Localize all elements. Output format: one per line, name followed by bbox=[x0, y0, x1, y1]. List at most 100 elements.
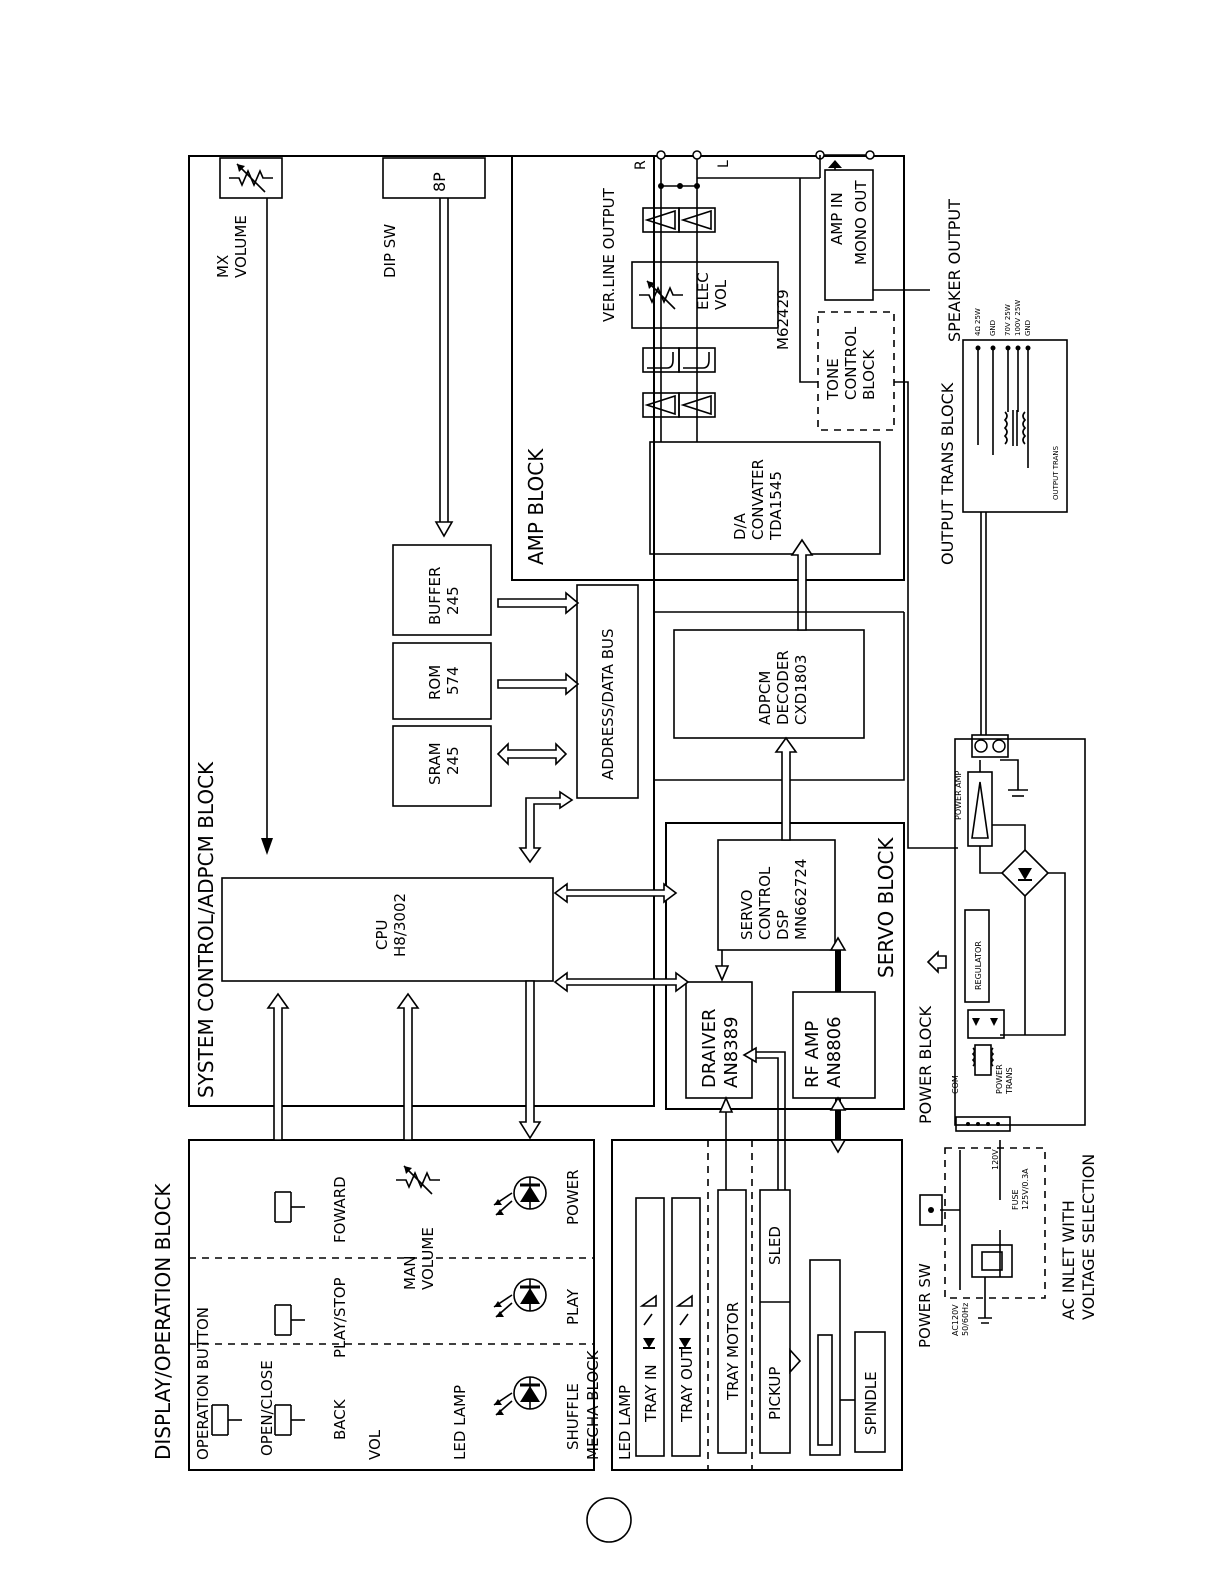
play-led-icon bbox=[492, 1277, 548, 1319]
power-trans-label-2: TRANS bbox=[1005, 1067, 1014, 1095]
tap-gnd-2-label: GND bbox=[1024, 320, 1032, 336]
button-play-stop-label: PLAY/STOP bbox=[331, 1277, 349, 1358]
ac-inlet-block: POWER SW AC120V 50/60Hz 120V FUSE 125V/0… bbox=[916, 1140, 1098, 1348]
sram-label-2: 245 bbox=[444, 746, 462, 775]
output-trans-block-title: OUTPUT TRANS BLOCK bbox=[938, 382, 957, 565]
operation-button-label: OPERATION BUTTON bbox=[194, 1307, 212, 1460]
tap-gnd-1-label: GND bbox=[989, 320, 997, 336]
mono-out-label: MONO OUT bbox=[852, 180, 870, 265]
power-trans-label-1: POWER bbox=[995, 1064, 1004, 1094]
sram-label-1: SRAM bbox=[426, 742, 444, 785]
led-lamp-section-label: LED LAMP bbox=[451, 1385, 469, 1460]
tap-4ohm-label: 4Ω 25W bbox=[974, 308, 982, 336]
tone-label-2: CONTROL bbox=[842, 326, 860, 400]
amp-in-label: AMP IN bbox=[828, 192, 846, 245]
system-control-block: SYSTEM CONTROL/ADPCM BLOCK MX VOLUME DIP… bbox=[188, 155, 865, 1107]
led-power-label: POWER bbox=[564, 1169, 582, 1225]
power-led-icon bbox=[492, 1175, 548, 1217]
bridge-rectifier-icon bbox=[1000, 848, 1050, 898]
cpu-display-links bbox=[266, 980, 542, 1141]
tray-in-led-icon bbox=[639, 1294, 657, 1349]
driver-label-1: DRAIVER bbox=[699, 1009, 720, 1088]
mx-volume-label-2: VOLUME bbox=[232, 215, 250, 278]
adpcm-label-2: DECODER bbox=[774, 650, 792, 725]
power-block: POWER BLOCK REGULATOR COM POWER TRANS PO… bbox=[916, 512, 1086, 1132]
button-forward-label: FOWARD bbox=[331, 1176, 349, 1243]
play-stop-switch-icon bbox=[274, 1304, 306, 1336]
led-shuffle-label: SHUFFLE bbox=[564, 1383, 582, 1450]
amp-block: AMP BLOCK D/A CONVATER TDA1545 ELEC VOL … bbox=[511, 150, 958, 849]
mecha-tray-out-label: TRAY OUT bbox=[678, 1347, 696, 1423]
forward-switch-icon bbox=[274, 1191, 306, 1223]
ac-inlet-label-1: AC INLET WITH bbox=[1059, 1200, 1078, 1320]
rf-amp-label-2: AN8806 bbox=[824, 1016, 845, 1088]
mecha-led-lamp-label: LED LAMP bbox=[616, 1385, 634, 1460]
buffer-label-2: 245 bbox=[444, 586, 462, 615]
elec-vol-chip-label: M62429 bbox=[774, 289, 792, 350]
ver-line-output-label: VER.LINE OUTPUT bbox=[600, 187, 618, 322]
output-transformer-icon bbox=[1003, 410, 1027, 446]
ac-inlet-label-2: VOLTAGE SELECTION bbox=[1079, 1154, 1098, 1320]
man-volume-label-1: MAN bbox=[401, 1256, 419, 1290]
power-amp-label: POWER AMP bbox=[954, 770, 963, 820]
adpcm-label-3: CXD1803 bbox=[792, 655, 810, 725]
tray-out-led-icon bbox=[675, 1294, 693, 1349]
dac-label-1: D/A bbox=[731, 512, 749, 540]
adpcm-label-1: ADPCM bbox=[756, 671, 774, 725]
rom-label-2: 574 bbox=[444, 666, 462, 695]
dac-label-2: CONVATER bbox=[749, 459, 767, 540]
mx-volume-label-1: MX bbox=[214, 255, 232, 278]
mecha-pickup-label: PICKUP bbox=[766, 1367, 784, 1420]
tone-label-1: TONE bbox=[824, 358, 842, 401]
fuse-label-1: FUSE bbox=[1011, 1189, 1020, 1210]
shuffle-led-icon bbox=[492, 1375, 548, 1417]
cpu-label-2: H8/3002 bbox=[391, 893, 409, 957]
fuse-label-2: 125V/0.3A bbox=[1021, 1168, 1030, 1210]
servo-block: SERVO BLOCK SERVO CONTROL DSP MN662724 D… bbox=[553, 612, 905, 1190]
mecha-sled-label: SLED bbox=[766, 1226, 784, 1265]
man-volume-pot-icon bbox=[395, 1165, 441, 1195]
tap-100v-label: 100V 25W bbox=[1014, 300, 1022, 336]
servo-dsp-label-4: MN662724 bbox=[792, 859, 810, 940]
ac-rating-label-1: AC120V bbox=[951, 1304, 960, 1336]
ac-rating-label-2: 50/60Hz bbox=[961, 1303, 970, 1336]
open-close-switch-icon bbox=[211, 1404, 243, 1436]
display-operation-block: DISPLAY/OPERATION BLOCK OPERATION BUTTON… bbox=[151, 1139, 595, 1471]
back-switch-icon bbox=[274, 1404, 306, 1436]
speaker-output-label: SPEAKER OUTPUT bbox=[945, 199, 964, 342]
servo-block-title: SERVO BLOCK bbox=[874, 837, 898, 978]
vol-section-label: VOL bbox=[366, 1429, 384, 1460]
servo-dsp-label-3: DSP bbox=[774, 910, 792, 940]
output-trans-label: OUTPUT TRANS bbox=[1052, 445, 1060, 500]
address-data-bus-label: ADDRESS/DATA BUS bbox=[599, 628, 617, 780]
mecha-tray-in-label: TRAY IN bbox=[642, 1364, 660, 1423]
regulator-label: REGULATOR bbox=[974, 941, 983, 990]
com-label: COM bbox=[951, 1075, 960, 1094]
system-block-title: SYSTEM CONTROL/ADPCM BLOCK bbox=[194, 761, 218, 1098]
power-sw-label: POWER SW bbox=[916, 1263, 934, 1348]
buffer-label-1: BUFFER bbox=[426, 567, 444, 625]
rf-amp-label-1: RF AMP bbox=[802, 1021, 823, 1088]
button-back-label: BACK bbox=[331, 1398, 349, 1440]
amp-block-title: AMP BLOCK bbox=[524, 448, 548, 565]
v120-label: 120V bbox=[991, 1149, 1000, 1170]
mecha-block-title: MECHA BLOCK bbox=[584, 1349, 602, 1460]
page-marker-circle bbox=[586, 1497, 632, 1543]
output-l-label: L bbox=[716, 160, 732, 168]
output-trans-block: OUTPUT TRANS BLOCK SPEAKER OUTPUT 4Ω 25W… bbox=[938, 199, 1068, 565]
mecha-spindle-label: SPINDLE bbox=[862, 1371, 880, 1435]
dac-label-3: TDA1545 bbox=[767, 471, 785, 541]
elec-vol-label-1: ELEC bbox=[694, 272, 712, 310]
dip-sw-label: DIP SW bbox=[381, 224, 399, 278]
man-volume-label-2: VOLUME bbox=[419, 1227, 437, 1290]
mecha-block: MECHA BLOCK LED LAMP TRAY IN TRAY OUT TR… bbox=[584, 1139, 903, 1471]
power-block-title: POWER BLOCK bbox=[916, 1006, 935, 1124]
servo-dsp-label-1: SERVO bbox=[738, 890, 756, 940]
mx-volume-pot-icon bbox=[228, 163, 274, 193]
tap-70v-label: 70V 25W bbox=[1004, 304, 1012, 336]
led-play-label: PLAY bbox=[564, 1288, 582, 1325]
display-block-title: DISPLAY/OPERATION BLOCK bbox=[151, 1183, 175, 1460]
driver-label-2: AN8389 bbox=[721, 1016, 742, 1088]
mecha-tray-motor-label: TRAY MOTOR bbox=[724, 1302, 742, 1401]
